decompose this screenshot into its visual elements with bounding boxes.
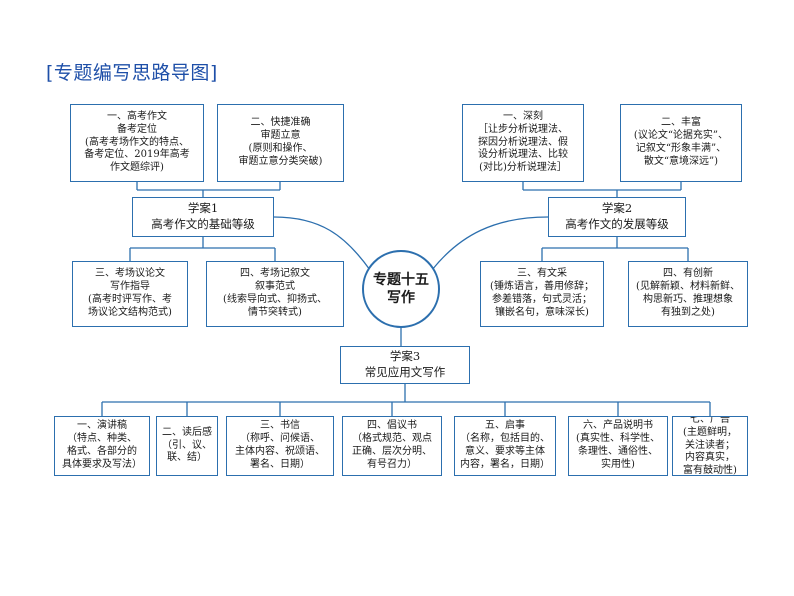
center-node-line2: 写作 — [387, 290, 415, 306]
connector-curve — [273, 216, 371, 271]
node-desc-line: 镶嵌名句，意味深长) — [495, 306, 589, 318]
node-title-line: 一、高考作文 — [107, 111, 167, 122]
node-desc-line: （格式规范、观点 — [352, 433, 432, 445]
h1-children-node: 三、考场议论文写作指导(高考时评写作、考场议论文结构范式) — [72, 261, 188, 327]
hub-h3-line2: 常见应用文写作 — [364, 365, 446, 379]
node-title-line: 三、有文采 — [517, 268, 567, 280]
node-title-line: 一、演讲稿 — [77, 420, 127, 432]
hub-h1: 学案1 高考作文的基础等级 — [132, 197, 274, 237]
node-title-line: 一、深刻 — [503, 111, 543, 122]
h1-children-node: 一、高考作文备考定位(高考考场作文的特点、备考定位、2019年高考作文题综评) — [70, 104, 204, 182]
node-title-line: 四、倡议书 — [367, 420, 417, 432]
node-desc-line: 记叙文“形象丰满”、 — [635, 143, 727, 154]
node-title-line: 二、丰富 — [661, 117, 701, 129]
node-title-line: 七、广告 — [690, 416, 730, 426]
node-desc-line: （称呼、问候语、 — [240, 433, 320, 445]
node-desc-line: 条理性、通俗性、 — [578, 446, 658, 457]
node-desc-line: 正确、层次分明、 — [352, 446, 432, 457]
node-desc-line: 富有鼓动性) — [683, 465, 737, 476]
node-desc-line: (高考时评写作、考 — [88, 294, 172, 305]
h2-children-node: 四、有创新(见解新颖、材料新鲜、构思新巧、推理想象有独到之处) — [628, 261, 748, 327]
node-title-line: 审题立意 — [260, 130, 301, 142]
page-title: [专题编写思路导图] — [46, 62, 218, 84]
h3-children-node: 七、广告(主题鲜明，关注读者；内容真实，富有鼓动性) — [672, 416, 748, 476]
node-desc-line: (原则和操作、 — [248, 143, 313, 154]
hub-h3: 学案3 常见应用文写作 — [340, 346, 470, 384]
node-desc-line: 备考定位、2019年高考 — [84, 149, 190, 161]
node-desc-line: 有号召力） — [367, 458, 417, 470]
connector-curve — [431, 216, 549, 271]
node-title-line: 写作指导 — [110, 281, 150, 293]
h3-children-node: 四、倡议书（格式规范、观点正确、层次分明、有号召力） — [342, 416, 442, 476]
node-title-line: 二、快捷准确 — [250, 117, 311, 129]
node-desc-line: 参差错落，句式灵活； — [492, 294, 592, 305]
h1-children-node: 四、考场记叙文叙事范式(线索导向式、抑扬式、情节突转式) — [206, 261, 344, 327]
node-desc-line: (议论文“论据充实”、 — [633, 130, 729, 142]
hub-h2-line2: 高考作文的发展等级 — [565, 217, 669, 231]
node-desc-line: 构思新巧、推理想象 — [643, 294, 733, 305]
node-title-line: 叙事范式 — [255, 281, 295, 293]
node-desc-line: (高考考场作文的特点、 — [85, 136, 189, 148]
node-desc-line: 实用性) — [601, 458, 635, 470]
node-title-line: 四、考场记叙文 — [240, 268, 310, 280]
center-node-line1: 专题十五 — [373, 271, 429, 288]
node-title-line: 六、产品说明书 — [583, 420, 653, 432]
hub-h2: 学案2 高考作文的发展等级 — [548, 197, 686, 237]
node-title-line: 备考定位 — [117, 123, 157, 135]
node-desc-line: （特点、种类、 — [67, 433, 137, 445]
node-desc-line: 设分析说理法、比较 — [478, 149, 568, 161]
hub-h1-line1: 学案1 — [187, 201, 219, 216]
node-desc-line: (主题鲜明， — [683, 426, 737, 438]
h3-children-node: 一、演讲稿（特点、种类、格式、各部分的具体要求及写法） — [54, 416, 150, 476]
node-desc-line: （名称，包括目的、 — [460, 433, 550, 445]
node-desc-line: 署名、日期） — [250, 458, 310, 470]
node-title-line: 四、有创新 — [663, 268, 713, 280]
h3-children-node: 五、启事（名称，包括目的、意义、要求等主体内容，署名，日期） — [454, 416, 556, 476]
node-desc-line: 作文题综评) — [110, 162, 164, 174]
node-desc-line: 有独到之处) — [661, 306, 715, 318]
node-desc-line: ［让步分析说理法、 — [478, 123, 568, 135]
node-desc-line: 意义、要求等主体 — [465, 446, 545, 457]
h3-children-node: 三、书信（称呼、问候语、主体内容、祝颂语、署名、日期） — [226, 416, 334, 476]
node-desc-line: (对比)分析说理法］ — [479, 162, 567, 174]
node-desc-line: 联、结） — [167, 452, 207, 464]
h2-children-node: 二、丰富(议论文“论据充实”、记叙文“形象丰满”、散文“意境深远”) — [620, 104, 742, 182]
h3-children-node: 六、产品说明书(真实性、科学性、条理性、通俗性、实用性) — [568, 416, 668, 476]
hub-h3-line1: 学案3 — [389, 349, 421, 364]
node-desc-line: 场议论文结构范式) — [88, 306, 172, 318]
node-desc-line: 情节突转式) — [248, 306, 302, 318]
h1-children-node: 二、快捷准确审题立意(原则和操作、审题立意分类突破) — [217, 104, 344, 182]
h3-children-node: 二、读后感（引、议、联、结） — [156, 416, 218, 476]
hub-h2-line1: 学案2 — [601, 201, 633, 216]
node-desc-line: 探因分析说理法、假 — [478, 136, 568, 148]
node-desc-line: 主体内容、祝颂语、 — [235, 446, 325, 457]
hub-h1-line2: 高考作文的基础等级 — [151, 217, 255, 231]
node-title-line: 三、考场议论文 — [95, 268, 165, 280]
node-title-line: 二、读后感 — [162, 426, 212, 438]
h2-children-node: 一、深刻［让步分析说理法、探因分析说理法、假设分析说理法、比较(对比)分析说理法… — [462, 104, 584, 182]
node-desc-line: (线索导向式、抑扬式、 — [223, 294, 327, 305]
center-node: 专题十五 写作 — [362, 250, 440, 328]
node-desc-line: (见解新颖、材料新鲜、 — [636, 281, 740, 293]
node-desc-line: 内容，署名，日期） — [460, 458, 550, 470]
h2-children-node: 三、有文采(锤炼语言，善用修辞；参差错落，句式灵活；镶嵌名句，意味深长) — [480, 261, 604, 327]
node-title-line: 三、书信 — [260, 420, 300, 432]
node-desc-line: 审题立意分类突破) — [238, 155, 323, 167]
node-desc-line: (锤炼语言，善用修辞； — [490, 281, 594, 293]
node-desc-line: (真实性、科学性、 — [576, 433, 660, 445]
node-desc-line: 内容真实， — [685, 452, 735, 464]
node-desc-line: 关注读者； — [685, 439, 735, 451]
node-title-line: 五、启事 — [485, 420, 525, 432]
node-desc-line: 散文“意境深远”) — [643, 155, 719, 167]
node-desc-line: （引、议、 — [162, 439, 212, 451]
node-desc-line: 格式、各部分的 — [67, 446, 137, 457]
node-desc-line: 具体要求及写法） — [62, 458, 142, 470]
